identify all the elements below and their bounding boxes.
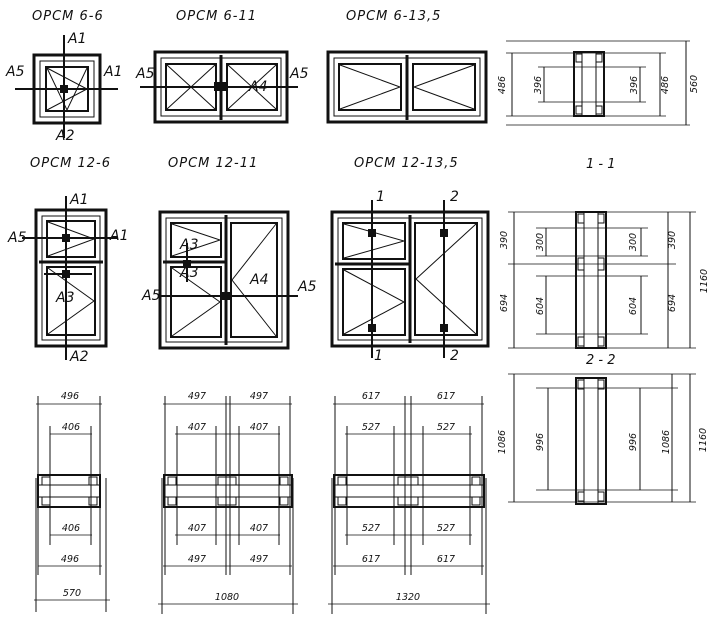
dim-497-bottom-left-p2: 497	[188, 554, 206, 565]
marker-2-bottom-12-13-5: 2	[450, 348, 459, 364]
dim-1080-p2: 1080	[215, 592, 239, 603]
marker-a4-12-11: A4	[249, 272, 268, 288]
title-orsm-12-6: ОРСМ 12-6	[30, 156, 111, 171]
window-orsm-12-6	[22, 196, 118, 360]
section-1-1	[508, 211, 696, 349]
dim-497-bottom-right-p2: 497	[250, 554, 268, 565]
window-orsm-6-13-5	[326, 50, 488, 124]
dim-497-top-right-p2: 497	[250, 391, 268, 402]
section-label-1-1: 1 - 1	[586, 157, 616, 172]
marker-a3-bottom-12-11: A3	[179, 265, 198, 281]
title-orsm-6-11: ОРСМ 6-11	[176, 9, 257, 24]
marker-a1-right-12-6: A1	[109, 228, 128, 244]
marker-a5-left-12-6: A5	[7, 230, 27, 246]
title-orsm-12-11: ОРСМ 12-11	[168, 156, 258, 171]
marker-a3-top-12-11: A3	[179, 237, 198, 253]
marker-1-top-12-13-5: 1	[376, 189, 385, 205]
plan-view-1320	[328, 396, 490, 614]
title-orsm-12-13-5: ОРСМ 12-13,5	[354, 156, 459, 171]
dim-390-left-s11: 390	[499, 231, 510, 249]
marker-a5-left-6-6: A5	[5, 64, 25, 80]
dim-996-left-s22: 996	[535, 433, 546, 451]
dim-570-p1: 570	[63, 588, 81, 599]
title-orsm-6-13-5: ОРСМ 6-13,5	[346, 9, 441, 24]
dim-486-right-s1: 486	[660, 76, 671, 94]
window-orsm-12-13-5	[330, 200, 490, 358]
dim-486-left-s1: 486	[497, 76, 508, 94]
marker-a1-top-12-6: A1	[69, 192, 88, 208]
marker-a1-right-6-6: A1	[103, 64, 122, 80]
dim-300-left-s11: 300	[535, 233, 546, 251]
marker-a5-right-6-11: A5	[289, 66, 309, 82]
section-label-2-2: 2 - 2	[586, 353, 616, 368]
marker-a5-left-12-11: A5	[141, 288, 161, 304]
section-2-2	[508, 373, 696, 505]
dim-617-top-left-p3: 617	[362, 391, 380, 402]
marker-a2-bottom-6-6: A2	[55, 128, 75, 144]
dim-396-left-s1: 396	[533, 76, 544, 94]
marker-2-top-12-13-5: 2	[450, 189, 459, 205]
title-orsm-6-6: ОРСМ 6-6	[32, 9, 104, 24]
dim-496-bottom-p1: 496	[61, 554, 79, 565]
dim-527-top-right-p3: 527	[437, 422, 455, 433]
dim-407-top-right-p2: 407	[250, 422, 268, 433]
window-orsm-6-11	[140, 50, 298, 124]
dim-694-left-s11: 694	[499, 294, 510, 312]
dim-604-left-s11: 604	[535, 297, 546, 315]
marker-a2-bottom-12-6: A2	[69, 349, 89, 365]
dim-406-bottom-p1: 406	[62, 523, 80, 534]
dim-617-top-right-p3: 617	[437, 391, 455, 402]
marker-1-bottom-12-13-5: 1	[374, 348, 383, 364]
section-6-series	[506, 40, 690, 126]
dim-300-right-s11: 300	[628, 233, 639, 251]
dim-496-top-p1: 496	[61, 391, 79, 402]
marker-a1-top-6-6: A1	[67, 31, 86, 47]
dim-617-bottom-left-p3: 617	[362, 554, 380, 565]
dim-390-right-s11: 390	[667, 231, 678, 249]
dim-560-s1: 560	[689, 75, 700, 93]
window-orsm-12-11	[158, 210, 298, 350]
dim-617-bottom-right-p3: 617	[437, 554, 455, 565]
dim-407-top-left-p2: 407	[188, 422, 206, 433]
dim-604-right-s11: 604	[628, 297, 639, 315]
marker-a5-right-12-11: A5	[297, 279, 317, 295]
plan-view-1080	[158, 396, 298, 614]
dim-527-bottom-left-p3: 527	[362, 523, 380, 534]
dim-1160-s11: 1160	[699, 269, 710, 293]
dim-527-bottom-right-p3: 527	[437, 523, 455, 534]
marker-a3-12-6: A3	[55, 290, 74, 306]
marker-a5-left-6-11: A5	[135, 66, 155, 82]
dim-407-bottom-left-p2: 407	[188, 523, 206, 534]
dim-1086-left-s22: 1086	[497, 430, 508, 454]
dim-527-top-left-p3: 527	[362, 422, 380, 433]
dim-407-bottom-right-p2: 407	[250, 523, 268, 534]
dim-1160-s22: 1160	[698, 428, 709, 452]
dim-406-top-p1: 406	[62, 422, 80, 433]
dim-996-right-s22: 996	[628, 433, 639, 451]
window-orsm-6-6	[15, 35, 118, 138]
dim-1320-p3: 1320	[396, 592, 420, 603]
marker-a4-6-11: A4	[248, 79, 267, 95]
dim-497-top-left-p2: 497	[188, 391, 206, 402]
dim-694-right-s11: 694	[667, 294, 678, 312]
dim-1086-right-s22: 1086	[661, 430, 672, 454]
plan-view-570	[34, 396, 110, 612]
dim-396-right-s1: 396	[629, 76, 640, 94]
